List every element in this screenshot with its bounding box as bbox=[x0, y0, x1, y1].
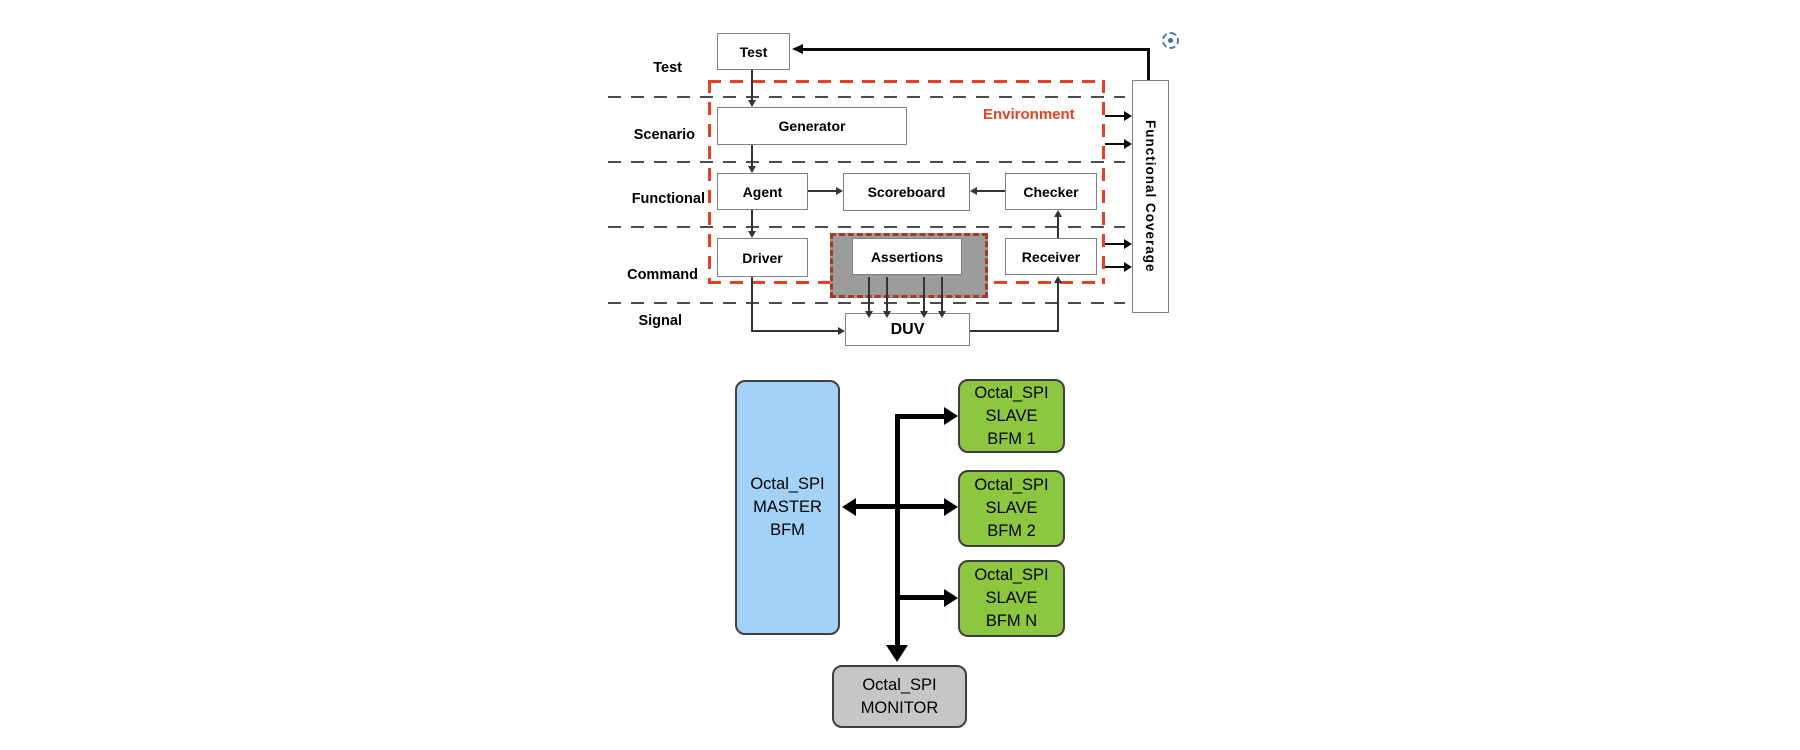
functional-coverage-box: Functional Coverage bbox=[1132, 80, 1169, 313]
connector-test-generator bbox=[751, 70, 753, 100]
arrowhead-right-big bbox=[944, 407, 958, 425]
layer-divider bbox=[608, 161, 1125, 163]
connector-generator-agent bbox=[751, 145, 753, 166]
slave-bfm-1-line: Octal_SPI bbox=[974, 383, 1049, 402]
connector-assertions-duv bbox=[886, 277, 888, 311]
master-bfm-line: BFM bbox=[770, 521, 805, 539]
arrowhead-left bbox=[970, 187, 977, 195]
layer-divider bbox=[608, 96, 1125, 98]
environment-border-left bbox=[708, 80, 711, 284]
loading-spinner-icon[interactable] bbox=[1162, 32, 1179, 49]
arrowhead-down bbox=[883, 311, 891, 318]
assertions-box: Assertions bbox=[852, 238, 962, 275]
connector-env-coverage bbox=[1105, 243, 1124, 245]
arrowhead-right bbox=[1124, 262, 1132, 272]
slave-bfm-2-line: SLAVE bbox=[985, 499, 1038, 517]
connector-assertions-duv bbox=[868, 277, 870, 311]
test-box: Test bbox=[717, 33, 790, 70]
arrowhead-right-big bbox=[944, 589, 958, 607]
connector-agent-driver bbox=[751, 210, 753, 231]
arrowhead-down bbox=[748, 231, 756, 238]
agent-box: Agent bbox=[717, 173, 808, 210]
receiver-box: Receiver bbox=[1005, 238, 1097, 275]
slave-bfm-n-line: Octal_SPI bbox=[974, 566, 1049, 584]
connector-duv-receiver-v bbox=[1057, 283, 1059, 330]
connector-checker-scoreboard bbox=[977, 190, 1005, 192]
arrowhead-down bbox=[920, 311, 928, 318]
connector-duv-receiver-h bbox=[970, 330, 1059, 332]
connector-driver-duv-v bbox=[751, 277, 753, 332]
arrowhead-right-big bbox=[944, 498, 958, 516]
master-bfm-line: MASTER bbox=[753, 498, 822, 516]
arrowhead-down bbox=[748, 100, 756, 107]
arrowhead-right bbox=[1124, 239, 1132, 249]
layer-divider bbox=[608, 226, 1125, 228]
bus-branch-slave1 bbox=[895, 414, 944, 419]
layer-label-signal: Signal bbox=[638, 313, 682, 329]
monitor-line: MONITOR bbox=[860, 698, 939, 717]
arrowhead-right bbox=[1124, 139, 1132, 149]
monitor-line: Octal_SPI bbox=[862, 675, 937, 694]
slave-bfm-1-line: BFM 1 bbox=[987, 429, 1036, 448]
connector-driver-duv-h bbox=[751, 330, 838, 332]
duv-box: DUV bbox=[845, 313, 970, 346]
arrowhead-left-big bbox=[842, 498, 856, 516]
checker-box: Checker bbox=[1005, 173, 1097, 210]
master-bfm-box: Octal_SPI MASTER BFM bbox=[735, 380, 840, 635]
environment-border-top bbox=[708, 80, 1105, 83]
master-bfm-line: Octal_SPI bbox=[750, 475, 825, 493]
connector-receiver-checker bbox=[1057, 217, 1059, 238]
arrowhead-down-big bbox=[886, 645, 908, 662]
slave-bfm-1-line: SLAVE bbox=[985, 406, 1038, 425]
arrowhead-left bbox=[792, 44, 803, 54]
assertions-container: Assertions bbox=[830, 233, 988, 298]
monitor-box: Octal_SPI MONITOR bbox=[832, 665, 967, 728]
bus-trunk bbox=[895, 414, 900, 647]
connector-env-coverage bbox=[1105, 266, 1124, 268]
arrowhead-up bbox=[1054, 210, 1062, 217]
bus-branch-slaven bbox=[895, 595, 944, 600]
scoreboard-box: Scoreboard bbox=[843, 173, 970, 211]
connector-coverage-test-v bbox=[1147, 48, 1150, 80]
connector-coverage-test-h bbox=[803, 48, 1150, 51]
layer-label-command: Command bbox=[627, 267, 698, 283]
arrowhead-down bbox=[748, 166, 756, 173]
arrowhead-right bbox=[1124, 111, 1132, 121]
slave-bfm-1-box: Octal_SPI SLAVE BFM 1 bbox=[958, 379, 1065, 453]
layer-label-scenario: Scenario bbox=[633, 127, 695, 143]
loading-spinner-dot bbox=[1168, 38, 1173, 43]
layer-label-test: Test bbox=[653, 60, 682, 76]
slave-bfm-2-line: Octal_SPI bbox=[974, 476, 1049, 494]
arrowhead-down bbox=[865, 311, 873, 318]
slave-bfm-n-line: SLAVE bbox=[985, 589, 1038, 607]
slave-bfm-n-line: BFM N bbox=[985, 612, 1038, 630]
arrowhead-right bbox=[836, 187, 843, 195]
arrowhead-up bbox=[1054, 276, 1062, 283]
connector-agent-scoreboard bbox=[808, 190, 836, 192]
slave-bfm-n-box: Octal_SPI SLAVE BFM N bbox=[958, 560, 1065, 637]
arrowhead-down bbox=[938, 311, 946, 318]
slave-bfm-2-line: BFM 2 bbox=[987, 522, 1036, 540]
connector-env-coverage bbox=[1105, 143, 1124, 145]
driver-box: Driver bbox=[717, 238, 808, 277]
environment-border-right bbox=[1102, 80, 1105, 284]
connector-assertions-duv bbox=[923, 277, 925, 311]
environment-label: Environment bbox=[983, 106, 1075, 123]
arrowhead-right bbox=[838, 327, 845, 335]
layer-divider bbox=[608, 302, 1125, 304]
layer-label-functional: Functional bbox=[631, 191, 705, 207]
slave-bfm-2-box: Octal_SPI SLAVE BFM 2 bbox=[958, 470, 1065, 547]
connector-assertions-duv bbox=[941, 277, 943, 311]
bus-master-slave2 bbox=[856, 504, 944, 509]
generator-box: Generator bbox=[717, 107, 907, 145]
connector-env-coverage bbox=[1105, 115, 1124, 117]
